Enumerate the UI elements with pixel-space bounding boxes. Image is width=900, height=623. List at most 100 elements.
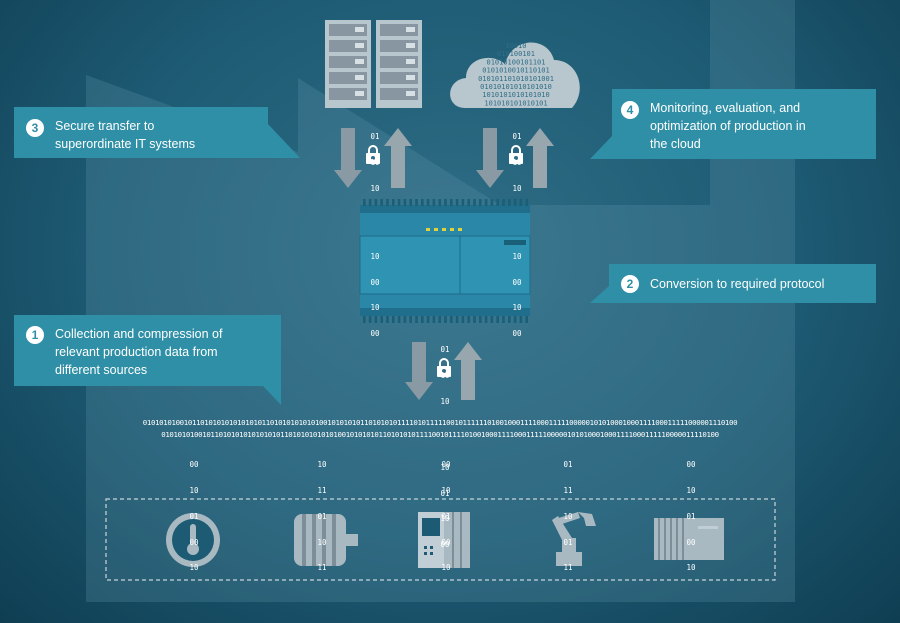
arrow-down (405, 342, 433, 400)
device-detail (392, 316, 395, 323)
callout-1: 1 Collection and compression of relevant… (14, 315, 281, 386)
device-detail (397, 199, 401, 206)
device-detail (438, 316, 441, 323)
device-detail (508, 199, 511, 206)
device-detail (525, 316, 528, 323)
control-panel-icon (418, 512, 470, 568)
gateway-device-icon (359, 199, 531, 323)
device-detail (368, 199, 372, 206)
device-detail (426, 316, 430, 323)
device-detail (450, 316, 453, 323)
arrow-down (334, 128, 362, 188)
device-detail (421, 199, 424, 206)
device-detail (432, 199, 436, 206)
arrow-up (526, 128, 554, 188)
gateway-transfer-arrows (405, 342, 482, 400)
callout-2-shape (590, 264, 876, 303)
device-detail (397, 316, 401, 323)
cloud-bits-line: 0101010010110101 (482, 67, 549, 75)
device-detail (484, 199, 488, 206)
arrow-down (476, 128, 504, 188)
device-detail (490, 199, 494, 206)
device-detail (458, 228, 462, 231)
callout-1-shape (14, 315, 281, 405)
device-detail (502, 316, 505, 323)
device-detail (434, 228, 438, 231)
device-detail (496, 199, 499, 206)
device-detail (426, 228, 430, 231)
arrow-up (384, 128, 412, 188)
device-detail (461, 316, 465, 323)
device-detail (525, 199, 528, 206)
callout-1-line-1: Collection and compression of (55, 327, 223, 341)
device-detail (386, 199, 389, 206)
device-detail (409, 316, 412, 323)
device-detail (442, 228, 446, 231)
callout-3-line-2: superordinate IT systems (55, 137, 196, 151)
device-detail (432, 316, 436, 323)
device-detail (363, 316, 366, 323)
device-detail (415, 316, 418, 323)
cloud-icon (450, 42, 580, 108)
callout-4-line-2: optimization of production in (650, 119, 806, 133)
callout-2-line-1: Conversion to required protocol (650, 277, 825, 291)
source-bits-5: 00 10 01 00 10 (686, 460, 696, 573)
device-detail (392, 199, 395, 206)
device-detail (444, 199, 447, 206)
callout-3-shape (14, 107, 300, 158)
arrow-up (454, 342, 482, 400)
device-detail (450, 199, 453, 206)
cloud-bits-line: 01010100101101 (486, 58, 545, 66)
cloud-bits-line: 101010101010101 (484, 99, 547, 107)
cloud-bits-line: 10010 (505, 42, 526, 50)
cloud-bits-line: 010101101010101001 (478, 75, 554, 83)
callout-4-line-1: Monitoring, evaluation, and (650, 101, 801, 115)
callout-3: 3 Secure transfer to superordinate IT sy… (14, 107, 268, 158)
device-detail (415, 199, 418, 206)
device-detail (473, 199, 476, 206)
device-detail (484, 316, 488, 323)
device-detail (444, 316, 447, 323)
device-detail (467, 316, 470, 323)
device-detail (502, 199, 505, 206)
callout-4-line-3: the cloud (650, 137, 701, 151)
motor-icon (294, 514, 358, 566)
device-detail (374, 199, 378, 206)
robot-arm-icon (552, 512, 596, 566)
cloud-bits-line: 1010101010101010 (482, 91, 549, 99)
callout-2-number: 2 (621, 275, 639, 293)
device-detail (479, 199, 482, 206)
bitstream-row-2: 0101010100101101010101010101011010101010… (161, 430, 719, 439)
sources-frame (105, 498, 776, 581)
device-detail (455, 316, 459, 323)
device-detail (380, 316, 383, 323)
cloud-link-bits: 01 10 10 10 00 10 00 (512, 132, 522, 339)
source-bits-3: 00 10 01 00 10 (441, 460, 451, 573)
lock-icon (366, 145, 380, 164)
callout-4-shape (590, 89, 876, 159)
cloud-transfer-arrows (476, 128, 554, 188)
source-bits-2: 10 11 01 10 11 (317, 460, 327, 573)
servers-link-bits: 01 10 10 10 00 10 00 (370, 132, 380, 339)
device-detail (421, 316, 424, 323)
device-detail (368, 316, 372, 323)
device-detail (508, 316, 511, 323)
device-detail (455, 199, 459, 206)
callout-4: 4 Monitoring, evaluation, and optimizati… (609, 89, 876, 159)
device-detail (513, 316, 517, 323)
bitstream-row-1: 0101010100101101010101010101011010101010… (142, 418, 738, 427)
server-rack-icon (325, 20, 422, 108)
source-bits-1: 00 10 01 00 10 (189, 460, 199, 573)
callout-4-number: 4 (621, 101, 639, 119)
device-detail (496, 316, 499, 323)
device-detail (461, 199, 465, 206)
device-detail (519, 316, 523, 323)
callout-1-number: 1 (26, 326, 44, 344)
device-detail (450, 228, 454, 231)
device-detail (519, 199, 523, 206)
device-detail (363, 199, 366, 206)
device-detail (380, 199, 383, 206)
device-detail (490, 316, 494, 323)
device-detail (374, 316, 378, 323)
